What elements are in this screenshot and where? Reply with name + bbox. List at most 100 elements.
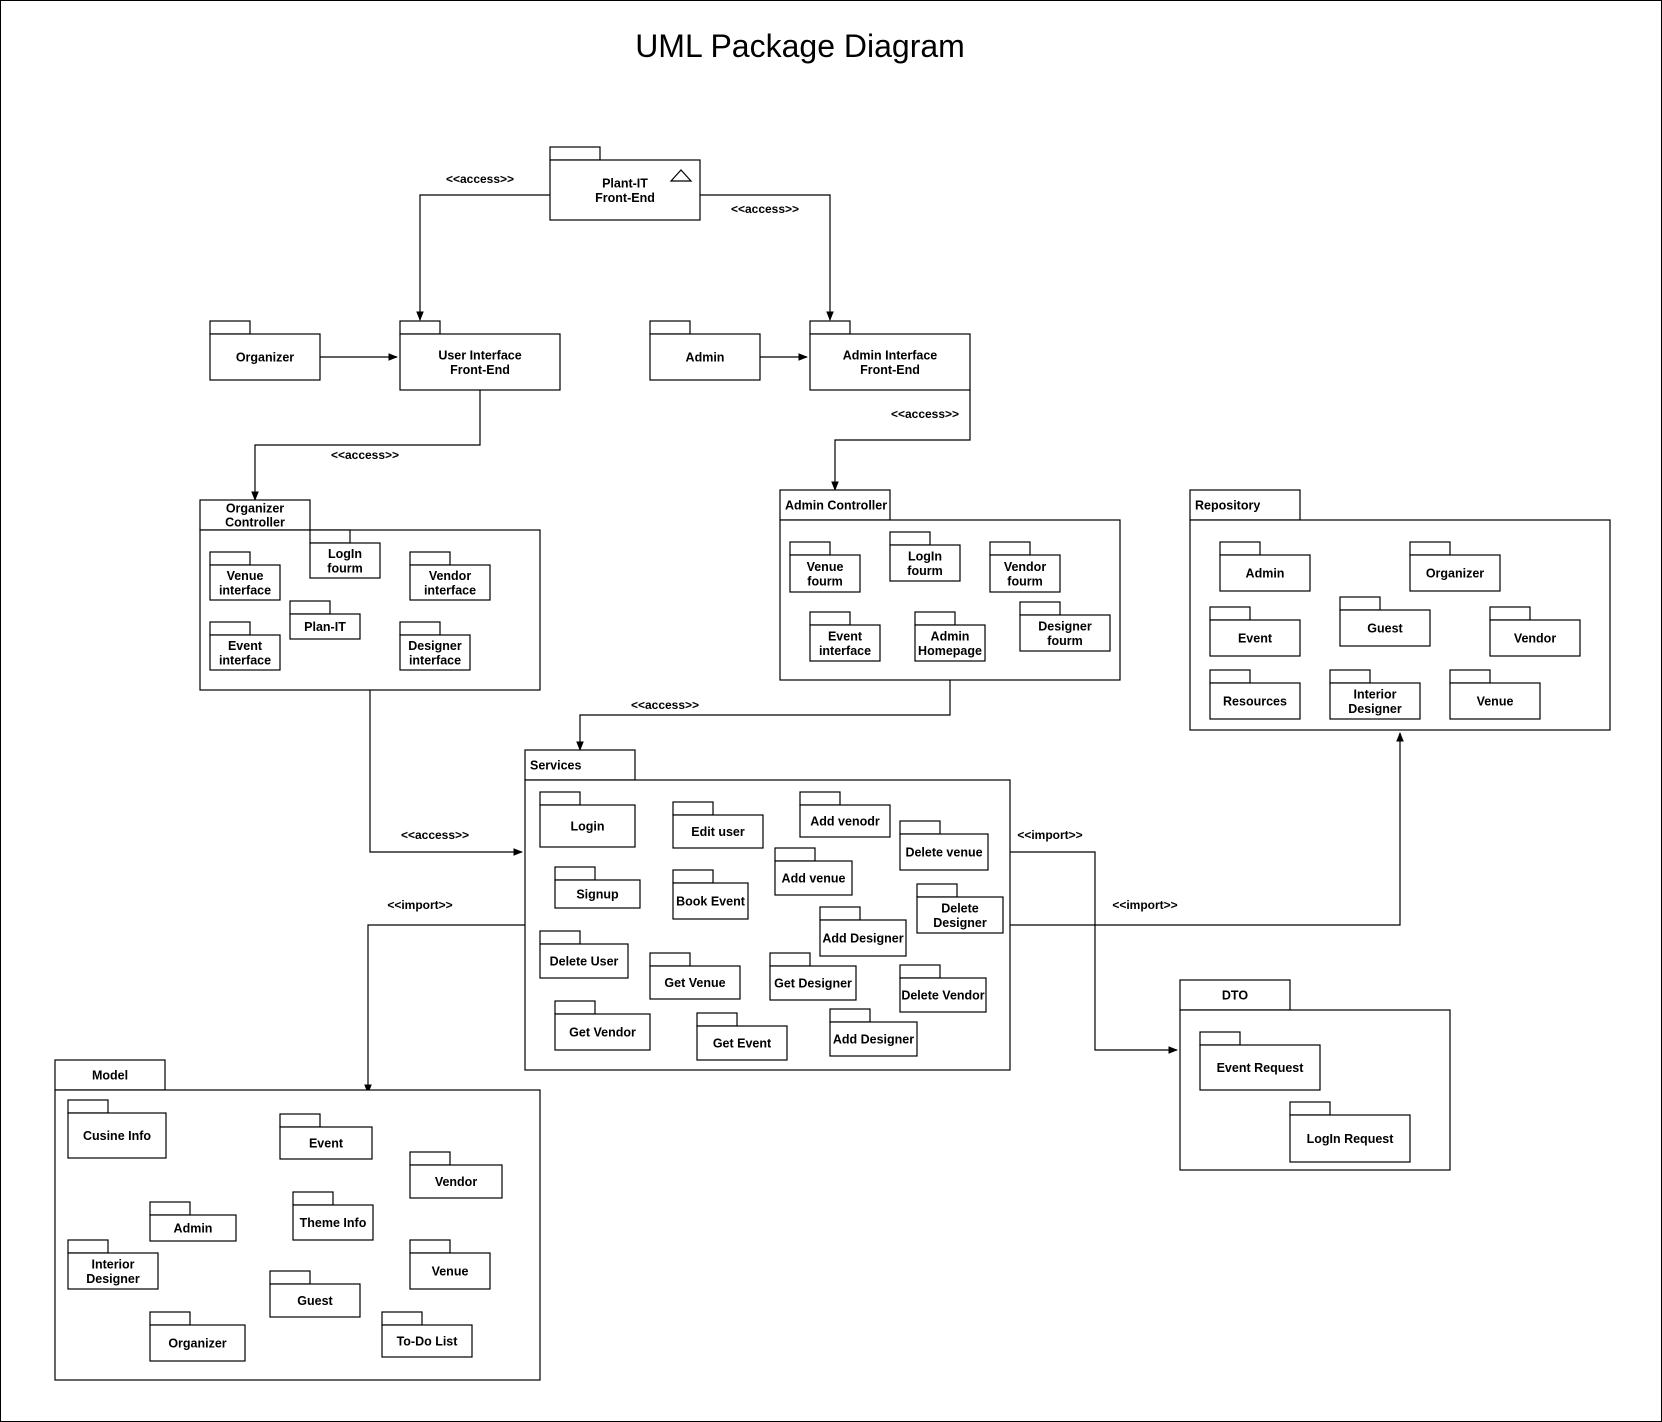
- services-package-edit-user[interactable]: Edit user: [672, 801, 764, 849]
- package-tab: [1209, 669, 1251, 684]
- package-tab: [554, 1000, 596, 1015]
- model-package-venue[interactable]: Venue: [409, 1239, 491, 1290]
- repository-package-venue[interactable]: Venue: [1449, 669, 1541, 720]
- services-package-get-designer[interactable]: Get Designer: [769, 952, 857, 1001]
- services-package-add-venue[interactable]: Add venue: [774, 847, 853, 896]
- package-body: [649, 965, 741, 1000]
- package-tab: [381, 1311, 423, 1326]
- dto-name: DTO: [1222, 989, 1248, 1003]
- model-package-event[interactable]: Event: [279, 1113, 373, 1160]
- services-package-get-event[interactable]: Get Event: [696, 1012, 788, 1061]
- package-label: Guest: [1367, 622, 1403, 636]
- edge-organizer-controller-to-services: [369, 690, 523, 856]
- package-label: Add Designer: [833, 1033, 914, 1047]
- repository-package-organizer[interactable]: Organizer: [1409, 541, 1501, 592]
- package-tab: [1289, 1101, 1331, 1116]
- package-label: Guest: [297, 1294, 333, 1308]
- services-package-get-venue[interactable]: Get Venue: [649, 952, 741, 1000]
- package-body: [539, 804, 636, 848]
- package-body: [989, 554, 1061, 593]
- model-package-to-do-list[interactable]: To-Do List: [381, 1311, 473, 1358]
- package-body: [899, 833, 989, 871]
- package-label: Event: [309, 1137, 344, 1151]
- triangle-icon: [669, 169, 693, 182]
- dto-package-login-request[interactable]: LogIn Request: [1289, 1101, 1411, 1163]
- dto-package-event-request[interactable]: Event Request: [1199, 1031, 1321, 1091]
- package-tab: [1019, 601, 1061, 616]
- repository-package-resources[interactable]: Resources: [1209, 669, 1301, 720]
- services-package-delete-user[interactable]: Delete User: [539, 930, 629, 979]
- services-package-book-event[interactable]: Book Event: [672, 869, 749, 920]
- actor-package-admin[interactable]: Admin: [649, 320, 761, 381]
- package-label: Venue: [432, 1265, 469, 1279]
- services-package-add-venodr[interactable]: Add venodr: [799, 791, 891, 838]
- services-package-delete-vendor[interactable]: Delete Vendor: [899, 964, 987, 1013]
- import-label: <<import>>: [1017, 828, 1082, 842]
- package-body: [889, 544, 961, 582]
- package-tab: [1199, 1031, 1241, 1046]
- model-package-cusine-info[interactable]: Cusine Info: [67, 1099, 167, 1159]
- services-package-get-vendor[interactable]: Get Vendor: [554, 1000, 651, 1051]
- edge-admin-interface-to-admin-controller: [831, 390, 971, 491]
- model-package-guest[interactable]: Guest: [269, 1270, 361, 1318]
- model-package-vendor[interactable]: Vendor: [409, 1151, 503, 1199]
- package-label: Plan-IT: [304, 620, 346, 634]
- repository-package-vendor[interactable]: Vendor: [1489, 606, 1581, 657]
- access-label: <<access>>: [331, 448, 399, 462]
- package-tab: [539, 930, 581, 945]
- package-label: Organizer: [236, 351, 294, 365]
- services-package-add-designer[interactable]: Add Designer: [819, 906, 907, 957]
- package-tab: [916, 883, 958, 898]
- model-package-admin[interactable]: Admin: [149, 1201, 237, 1242]
- package-label: Login: [570, 820, 604, 834]
- services-package-login[interactable]: Login: [539, 791, 636, 848]
- repository-package-guest[interactable]: Guest: [1339, 596, 1431, 647]
- actor-package-organizer[interactable]: Organizer: [209, 320, 321, 381]
- package-body: [554, 879, 641, 909]
- organizer-controller-package-plan-it[interactable]: Plan-IT: [289, 600, 361, 640]
- services-package-add-designer[interactable]: Add Designer: [829, 1008, 918, 1057]
- repository-package-event[interactable]: Event: [1209, 606, 1301, 657]
- package-tab: [549, 146, 601, 161]
- package-label: Delete Vendor: [901, 989, 984, 1003]
- package-label: Vendor: [1514, 632, 1557, 646]
- package-tab: [399, 621, 441, 636]
- package-body: [649, 333, 761, 381]
- package-tab: [409, 1239, 451, 1254]
- package-tab: [292, 1191, 334, 1206]
- model-package-organizer[interactable]: Organizer: [149, 1311, 246, 1362]
- services-package-delete-venue[interactable]: Delete venue: [899, 820, 989, 871]
- package-tab: [672, 869, 714, 884]
- model-package-theme-info[interactable]: Theme Info: [292, 1191, 374, 1241]
- repository-package-admin[interactable]: Admin: [1219, 541, 1311, 592]
- edge-user-interface-to-organizer-controller: [251, 390, 481, 501]
- package-body: [769, 965, 857, 1001]
- package-tab: [1209, 606, 1251, 621]
- services-package-signup[interactable]: Signup: [554, 866, 641, 909]
- package-body: [409, 1252, 491, 1290]
